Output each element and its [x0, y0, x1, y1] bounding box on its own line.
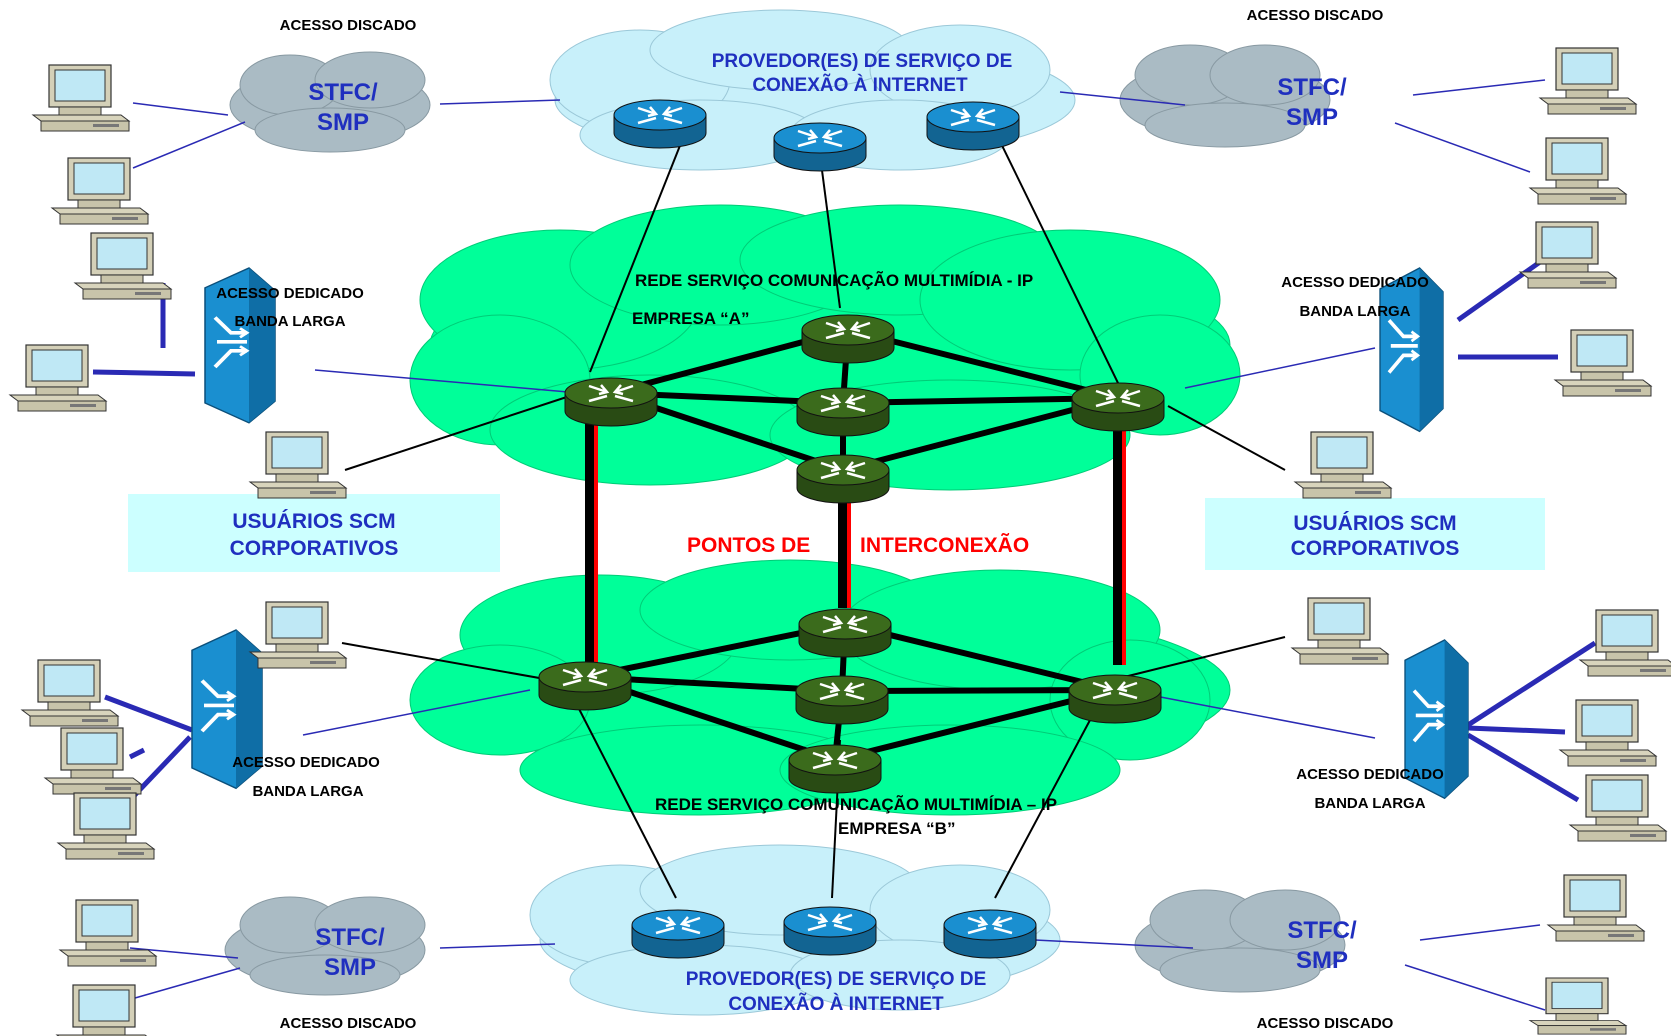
dedicated-access-label-br-2: BANDA LARGA: [1314, 795, 1425, 812]
corporate-users-label-right-2: CORPORATIVOS: [1291, 537, 1460, 560]
computer-icon: [1291, 597, 1389, 665]
links-blue: [129, 79, 1546, 1011]
dial-access-label-br: ACESSO DISCADO: [1257, 1015, 1394, 1032]
stfc-label-bl: STFC/: [315, 924, 385, 951]
corporate-users-label-right: USUÁRIOS SCM: [1293, 512, 1456, 535]
switch-icon: [1378, 266, 1445, 434]
computer-icon: [1519, 221, 1617, 289]
isp-bottom-label: PROVEDOR(ES) DE SERVIÇO DE: [686, 969, 987, 990]
stfc-label-tl-2: SMP: [317, 109, 369, 136]
isp-top-label: PROVEDOR(ES) DE SERVIÇO DE: [712, 51, 1013, 72]
stfc-label-br: STFC/: [1287, 917, 1357, 944]
router-icon: [943, 909, 1037, 959]
router-icon: [926, 101, 1020, 151]
network-a-company: EMPRESA “A”: [632, 309, 749, 328]
router-icon: [773, 122, 867, 172]
network-b-title: REDE SERVIÇO COMUNICAÇÃO MULTIMÍDIA – IP: [655, 794, 1057, 814]
interconnection-label-2: INTERCONEXÃO: [860, 534, 1029, 557]
corporate-users-label-left: USUÁRIOS SCM: [232, 510, 395, 533]
stfc-label-br-2: SMP: [1296, 947, 1348, 974]
dedicated-access-label-tr-2: BANDA LARGA: [1299, 303, 1410, 320]
dedicated-access-label-tl-2: BANDA LARGA: [234, 313, 345, 330]
isp-top-label-2: CONEXÃO À INTERNET: [752, 74, 968, 96]
router-icon: [613, 99, 707, 149]
computer-icon: [249, 431, 347, 499]
dial-access-label-tl: ACESSO DISCADO: [280, 17, 417, 34]
router-icon: [796, 387, 890, 437]
computer-icon: [74, 232, 172, 300]
links-backbone: [584, 327, 1119, 763]
links-blue-thick: [92, 259, 1597, 803]
dedicated-access-label-tl: ACESSO DEDICADO: [216, 285, 364, 302]
corporate-users-box-left: [128, 494, 500, 572]
computer-icon: [57, 792, 155, 860]
router-icon: [631, 909, 725, 959]
computer-icon: [59, 899, 157, 967]
computer-icon: [21, 659, 119, 727]
dial-access-label-tr: ACESSO DISCADO: [1247, 7, 1384, 24]
computer-icon: [32, 64, 130, 132]
dedicated-access-label-bl: ACESSO DEDICADO: [232, 754, 380, 771]
computer-icon: [1554, 329, 1652, 397]
computer-icon: [1529, 137, 1627, 205]
dial-access-label-bl: ACESSO DISCADO: [280, 1015, 417, 1032]
dedicated-access-label-bl-2: BANDA LARGA: [252, 783, 363, 800]
cloud-stfc-tl: [229, 51, 431, 153]
corporate-users-box-right: [1205, 498, 1545, 570]
network-b-company: EMPRESA “B”: [838, 819, 955, 838]
links-black: [341, 126, 1286, 899]
computer-icon: [44, 727, 142, 795]
computer-icon: [1559, 699, 1657, 767]
dedicated-access-label-tr: ACESSO DEDICADO: [1281, 274, 1429, 291]
cloud-stfc-bl: [224, 896, 426, 996]
router-icon: [795, 675, 889, 725]
stfc-label-bl-2: SMP: [324, 954, 376, 981]
interconnection-links: [585, 410, 1126, 665]
router-icon: [783, 906, 877, 956]
router-icon: [796, 454, 890, 504]
isp-bottom-label-2: CONEXÃO À INTERNET: [728, 993, 944, 1015]
computer-icon: [1569, 774, 1667, 842]
computer-icon: [56, 984, 154, 1036]
dedicated-access-label-br: ACESSO DEDICADO: [1296, 766, 1444, 783]
router-icon: [538, 661, 632, 711]
computer-icon: [1547, 874, 1645, 942]
stfc-label-tr-2: SMP: [1286, 104, 1338, 131]
router-icon: [798, 608, 892, 658]
computer-icon: [1294, 431, 1392, 499]
computer-icon: [1539, 47, 1637, 115]
cloud-stfc-tr: [1119, 44, 1331, 148]
router-icon: [564, 377, 658, 427]
cloud-stfc-br: [1134, 889, 1346, 993]
computer-icon: [9, 344, 107, 412]
router-icon: [788, 744, 882, 794]
corporate-users-label-left-2: CORPORATIVOS: [230, 537, 399, 560]
stfc-label-tr: STFC/: [1277, 74, 1347, 101]
router-icon: [801, 314, 895, 364]
network-a-title: REDE SERVIÇO COMUNICAÇÃO MULTIMÍDIA - IP: [635, 270, 1033, 290]
router-icon: [1071, 382, 1165, 432]
router-icon: [1068, 674, 1162, 724]
stfc-label-tl: STFC/: [308, 79, 378, 106]
computer-icon: [1529, 977, 1627, 1035]
computer-icon: [249, 601, 347, 669]
interconnection-label: PONTOS DE: [687, 534, 810, 557]
